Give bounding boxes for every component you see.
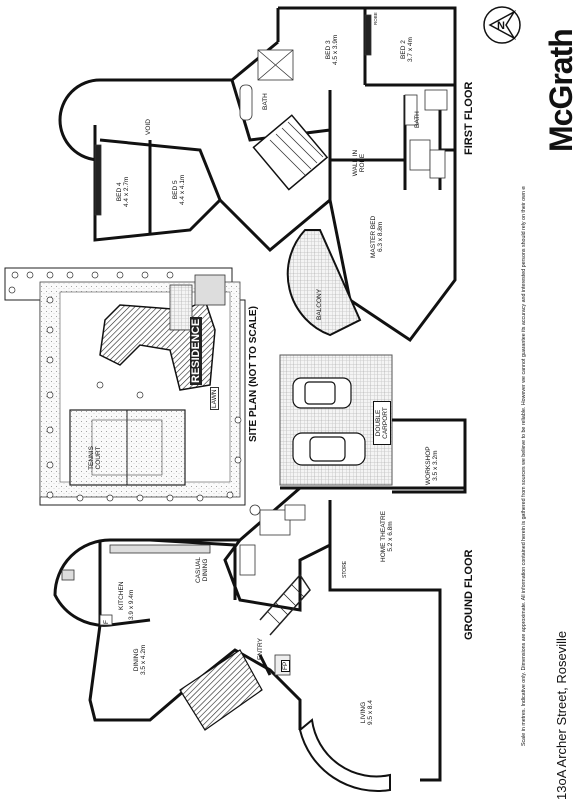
site-residence-label: RESIDENCE [190,316,202,385]
room-bed4-dims: 4.4 x 2.7m [123,176,130,207]
ground-floor-heading: GROUND FLOOR [463,549,475,640]
room-bed2: BED 2 3.7 x 4m [400,37,414,62]
room-double-carport: DOUBLE CARPORT [373,401,391,445]
room-casual-dining: CASUAL DINING [195,557,209,584]
room-bed3-dims: 4.5 x 3.9m [332,34,339,65]
room-bed2-dims: 3.7 x 4m [407,37,414,62]
room-bed5-dims: 4.4 x 4.1m [179,174,186,205]
ground-floor-fixtures [61,504,306,676]
site-lawn-label: LAWN [210,387,219,410]
disclaimer-text: Scale in metres. Indicative only. Dimens… [521,186,527,746]
room-home-theatre: HOME THEATRE 5.2 x 6.8m [380,511,394,562]
room-bed4-name: BED 4 [116,182,123,202]
room-bed5: BED 5 4.4 x 4.1m [172,175,186,205]
room-living-name: LIVING [360,701,367,724]
room-master-name: MASTER BED [370,215,377,258]
fridge-label: F [103,620,110,624]
first-floor-fixtures [94,14,448,216]
room-walk-in-robe: WALK IN ROBE [352,149,366,177]
first-floor-heading: FIRST FLOOR [463,81,475,155]
room-workshop-dims: 3.5 x 3.2m [432,450,439,481]
room-kitchen-dims: 3.9 x 9.4m [128,589,135,620]
entry-tiles [179,649,263,731]
living-bay [298,718,391,792]
room-kitchen-name: KITCHEN [118,581,125,610]
site-tennis-label: TENNIS COURT [88,446,102,470]
room-kitchen: KITCHEN [118,581,125,610]
room-entry: ENTRY [257,638,264,660]
room-living-dims: 9.5 x 8.4 [367,700,374,725]
room-bed2-name: BED 2 [400,40,407,59]
ground-floor-stairs [259,573,311,636]
room-master: MASTER BED 6.3 x 8.8m [370,216,384,258]
north-compass-icon: N [483,6,521,44]
room-void: VOID [145,119,152,135]
room-workshop-name: WORKSHOP [425,446,432,485]
room-dining: DINING 3.5 x 4.2m [133,645,147,675]
room-theatre-name: HOME THEATRE [380,510,387,562]
room-bed3-name: BED 3 [325,40,332,60]
room-dining-name: DINING [133,648,140,672]
property-address: 13oA Archer Street, Roseville [554,630,569,800]
first-floor-stairs [252,114,329,191]
room-bed3: BED 3 4.5 x 3.9m [325,35,339,65]
robe-label: ROBE [373,12,378,25]
room-store: STORE [342,560,348,578]
site-plan [4,267,246,506]
room-theatre-dims: 5.2 x 6.8m [387,521,394,552]
room-bed4: BED 4 4.4 x 2.7m [116,177,130,207]
room-balcony: BALCONY [316,288,323,320]
car-icon [292,377,366,466]
svg-text:N: N [497,20,505,32]
room-bed5-name: BED 5 [172,180,179,200]
room-master-dims: 6.3 x 8.8m [377,221,384,253]
brand-logo: McGrath [543,29,573,152]
site-plan-heading: SITE PLAN (NOT TO SCALE) [248,306,259,442]
room-workshop: WORKSHOP 3.5 x 3.2m [425,446,439,485]
room-bath-2: BATH [414,111,421,128]
room-bath-1: BATH [262,93,269,110]
room-living: LIVING 9.5 x 8.4 [360,700,374,725]
balcony-shape [286,229,362,337]
fireplace-label: FP [281,659,290,672]
room-dining-dims: 3.5 x 4.2m [140,644,147,675]
